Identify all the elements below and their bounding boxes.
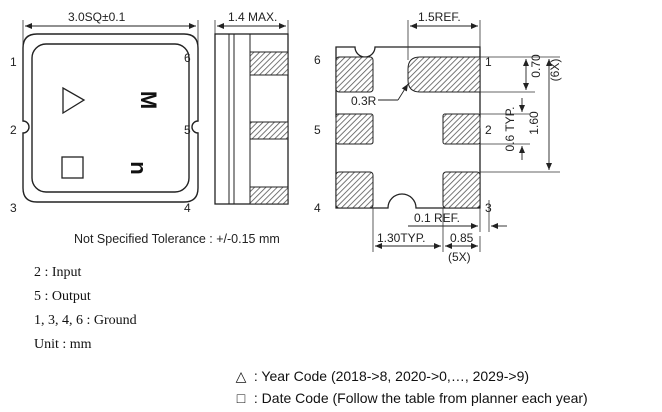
marking-bottom: n	[126, 161, 151, 174]
pad-5	[335, 113, 374, 145]
tolerance-note: Not Specified Tolerance : +/-0.15 mm	[74, 232, 280, 246]
side-terminal-top	[249, 51, 289, 76]
top-pin-1: 1	[10, 55, 17, 69]
package-inner-outline	[31, 43, 190, 193]
pad-dim-0-70: 0.70	[529, 54, 543, 78]
top-view: 3.0SQ±0.1 M n 1 2 3 4 5 6	[10, 10, 199, 215]
pad-dim-1-60: 1.60	[527, 111, 541, 135]
pad-pin-6: 6	[314, 53, 321, 67]
side-view: 1.4 MAX.	[214, 10, 289, 205]
pad-pin-1: 1	[485, 55, 492, 69]
pad-pin-3: 3	[485, 201, 492, 215]
legend-year-text: : Year Code (2018->8, 2020->0,…, 2029->9…	[253, 368, 530, 384]
note-output: 5 : Output	[34, 289, 91, 304]
top-pin-4: 4	[184, 201, 191, 215]
top-pin-2: 2	[10, 123, 17, 137]
pad-dim-0-1ref: 0.1 REF.	[414, 211, 460, 225]
top-pin-6: 6	[184, 51, 191, 65]
note-ground: 1, 3, 4, 6 : Ground	[34, 313, 137, 328]
pad-dim-0-6typ: 0.6 TYP.	[503, 107, 517, 152]
pad-view: 1 2 3 4 5 6 1.5REF. 0.3R 0.70 (6X) 1.60 …	[314, 10, 562, 264]
note-input: 2 : Input	[34, 265, 82, 280]
pad-1	[407, 56, 481, 93]
pad-pin-5: 5	[314, 123, 321, 137]
package-outline	[22, 33, 199, 203]
pad-pin-2: 2	[485, 123, 492, 137]
top-width-dim: 3.0SQ±0.1	[68, 10, 126, 24]
side-height-dim: 1.4 MAX.	[228, 10, 277, 24]
legend-year-code: △ : Year Code (2018->8, 2020->0,…, 2029-…	[232, 368, 529, 385]
pad-dim-5x: (5X)	[448, 250, 471, 264]
pad-dim-1-30typ: 1.30TYP.	[377, 231, 425, 245]
square-icon: □	[236, 390, 246, 406]
pad-dim-1-5ref: 1.5REF.	[418, 10, 461, 24]
note-unit: Unit : mm	[34, 337, 92, 352]
side-terminal-middle	[249, 121, 289, 140]
pad-3	[442, 171, 481, 209]
side-terminal-bottom	[249, 186, 289, 205]
date-code-square-icon	[61, 156, 84, 179]
top-pin-5: 5	[184, 123, 191, 137]
pad-6	[335, 56, 374, 93]
pad-dim-0-3r: 0.3R	[351, 94, 377, 108]
pad-dim-0-85: 0.85	[450, 231, 474, 245]
year-code-triangle-icon	[62, 86, 86, 115]
pad-dim-6x: (6X)	[548, 59, 562, 82]
pad-4	[335, 171, 374, 209]
top-pin-3: 3	[10, 201, 17, 215]
marking-top: M	[136, 91, 161, 109]
pad-pin-4: 4	[314, 201, 321, 215]
legend-date-text: : Date Code (Follow the table from plann…	[253, 390, 588, 406]
pad-2	[442, 113, 481, 145]
legend-date-code: □ : Date Code (Follow the table from pla…	[232, 390, 588, 406]
triangle-icon: △	[235, 368, 247, 384]
